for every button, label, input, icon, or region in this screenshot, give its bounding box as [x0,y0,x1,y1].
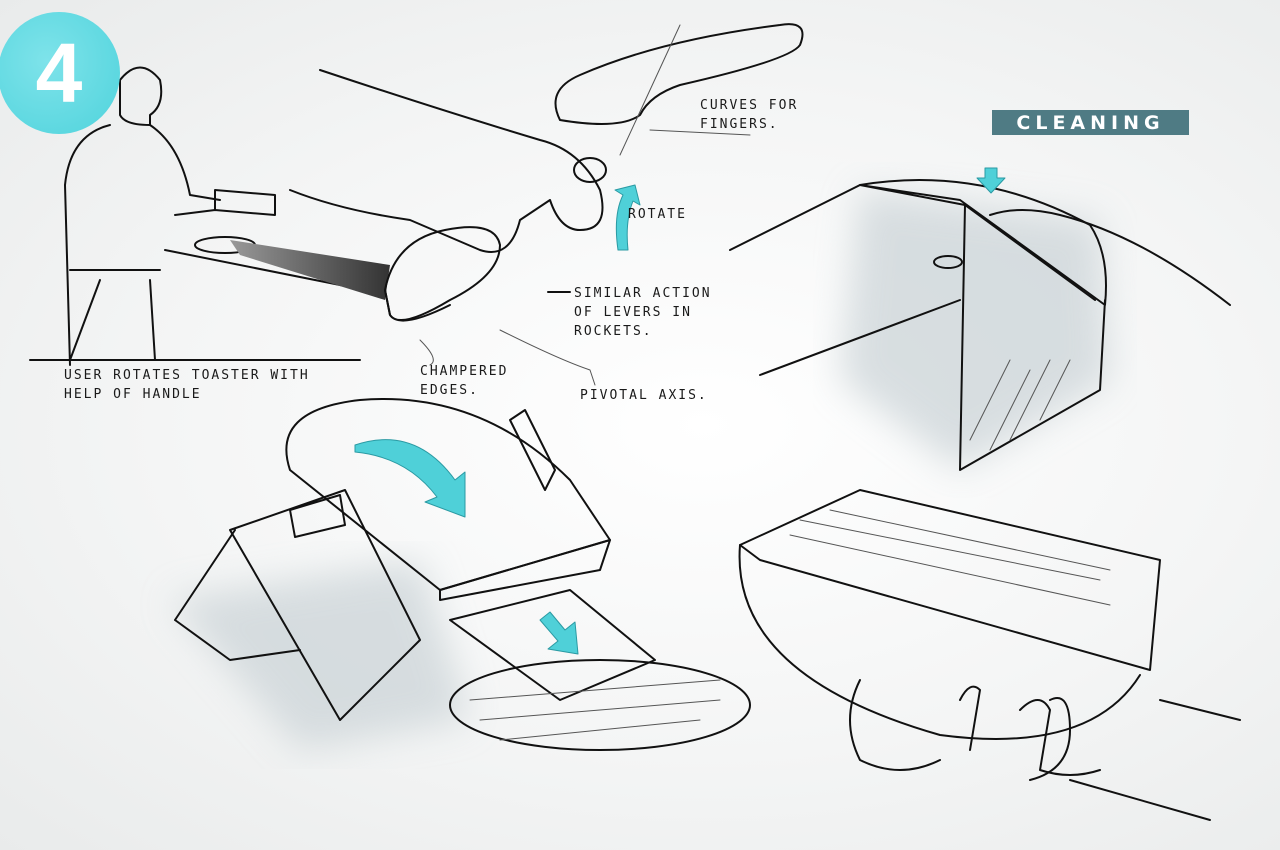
hand-handle [289,69,607,322]
annotation-chamfered-edges: Champered edges. [420,364,509,398]
rotate-curved-arrow-icon [354,439,466,518]
rotate-arrow-icon [614,184,641,251]
annotation-pivotal-axis: Pivotal axis. [580,388,708,403]
annotation-user-rotates: User rotates toaster with help of handle [64,368,310,402]
cleaning-box-sketch [729,167,1231,471]
press-arrow-icon [976,167,1006,194]
annotation-curves-for-fingers: Curves for fingers. [700,98,799,132]
annotation-rotate: Rotate [628,207,687,222]
tray-in-hands [738,489,1241,821]
step-number-badge: 4 [0,12,120,134]
toaster-sketch [170,398,751,751]
slide-arrow-icon [539,611,579,655]
section-badge-cleaning: CLEANING [992,110,1189,135]
annotation-similar-action: Similar action of levers in rockets. [574,286,712,339]
person-figure [29,66,390,366]
